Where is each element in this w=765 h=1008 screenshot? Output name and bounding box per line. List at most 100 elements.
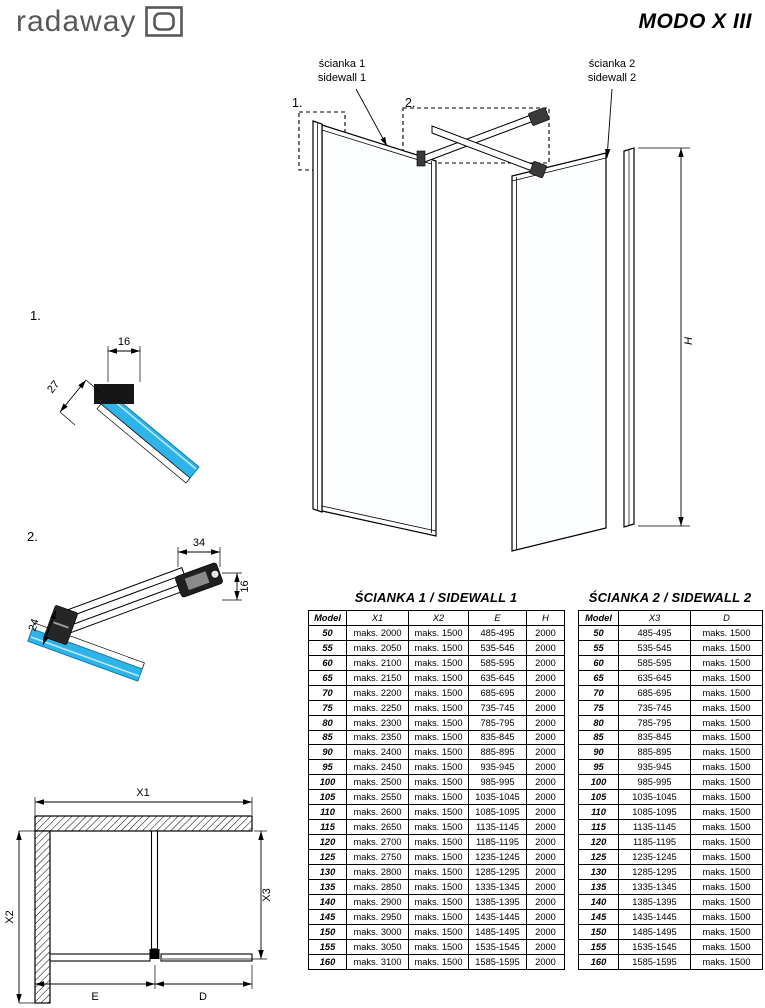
value-cell: 2000: [526, 714, 565, 731]
model-cell: 55: [308, 639, 347, 656]
value-cell: maks. 2200: [346, 684, 409, 701]
model-cell: 85: [578, 729, 619, 746]
value-cell: maks. 1500: [408, 834, 469, 850]
model-cell: 125: [578, 849, 619, 865]
value-cell: 985-995: [468, 774, 527, 791]
svg-text:ścianka 1: ścianka 1: [319, 58, 365, 70]
model-cell: 100: [308, 774, 347, 791]
plan-dim-x2: X2: [4, 830, 35, 1004]
value-cell: maks. 1500: [690, 819, 763, 836]
value-cell: maks. 2000: [346, 624, 409, 641]
value-cell: 2000: [526, 953, 565, 970]
glass-panel-2: [511, 152, 607, 552]
glass-panel-1: [321, 124, 437, 537]
value-cell: 1035-1045: [618, 789, 691, 806]
bar-bracket: [528, 107, 550, 126]
value-cell: maks. 1500: [690, 714, 763, 731]
plan-glass-sidewall-1: [49, 953, 253, 962]
value-cell: 835-845: [468, 729, 527, 746]
value-cell: 2000: [526, 789, 565, 806]
value-cell: maks. 1500: [408, 639, 469, 656]
value-cell: 685-695: [618, 684, 691, 701]
value-cell: maks. 1500: [690, 759, 763, 776]
model-cell: 50: [578, 624, 619, 641]
value-cell: maks. 2800: [346, 863, 409, 880]
value-cell: 1135-1145: [468, 819, 527, 836]
value-cell: 2000: [526, 744, 565, 761]
value-cell: maks. 1500: [690, 639, 763, 656]
value-cell: 1085-1095: [618, 804, 691, 821]
value-cell: maks. 1500: [690, 893, 763, 910]
model-cell: 65: [308, 669, 347, 686]
value-cell: 2000: [526, 923, 565, 940]
value-cell: maks. 2150: [346, 669, 409, 686]
value-cell: 2000: [526, 774, 565, 791]
wall-profile-1: [312, 120, 323, 513]
detail-2-label: 2.: [27, 529, 38, 544]
value-cell: maks. 1500: [408, 863, 469, 880]
value-cell: 485-495: [618, 624, 691, 641]
value-cell: 535-545: [468, 639, 527, 656]
model-cell: 120: [578, 834, 619, 850]
value-cell: 785-795: [468, 714, 527, 731]
value-cell: maks. 2750: [346, 849, 409, 865]
value-cell: 1385-1395: [468, 893, 527, 910]
value-cell: maks. 2600: [346, 804, 409, 821]
model-cell: 60: [308, 654, 347, 671]
model-cell: 145: [578, 908, 619, 925]
detail-1-drawing: 1. 16 27: [30, 308, 200, 484]
value-cell: 2000: [526, 624, 565, 641]
model-cell: 65: [578, 669, 619, 686]
value-cell: 635-645: [618, 669, 691, 686]
value-cell: 1585-1595: [618, 953, 691, 970]
value-cell: maks. 1500: [408, 774, 469, 791]
brand-logo-icon: [145, 6, 184, 37]
sidewall1-table-title: ŚCIANKA 1 / SIDEWALL 1: [354, 590, 518, 605]
value-cell: maks. 2650: [346, 819, 409, 836]
value-cell: 735-745: [618, 699, 691, 716]
value-cell: maks. 3100: [346, 953, 409, 970]
value-cell: maks. 2700: [346, 834, 409, 850]
model-cell: 85: [308, 729, 347, 746]
value-cell: 1535-1545: [618, 938, 691, 955]
plan-view-drawing: X1 X2 X3: [4, 787, 273, 1004]
value-cell: maks. 2450: [346, 759, 409, 776]
value-cell: 1435-1445: [468, 908, 527, 925]
value-cell: maks. 1500: [408, 684, 469, 701]
plan-wall-top: [34, 815, 253, 832]
value-cell: 2000: [526, 654, 565, 671]
value-cell: 1485-1495: [618, 923, 691, 940]
value-cell: maks. 1500: [408, 729, 469, 746]
model-cell: 130: [578, 863, 619, 880]
value-cell: 2000: [526, 878, 565, 895]
value-cell: 2000: [526, 699, 565, 716]
model-cell: 135: [308, 878, 347, 895]
svg-text:24: 24: [27, 617, 42, 632]
value-cell: 2000: [526, 893, 565, 910]
value-cell: maks. 1500: [408, 669, 469, 686]
height-dimension: H: [638, 147, 695, 527]
value-cell: 685-695: [468, 684, 527, 701]
model-cell: 120: [308, 834, 347, 850]
svg-text:ścianka 2: ścianka 2: [589, 58, 635, 70]
svg-text:D: D: [199, 991, 207, 1003]
model-cell: 60: [578, 654, 619, 671]
model-cell: 55: [578, 639, 619, 656]
stabilizer-bars: [416, 107, 550, 178]
value-cell: maks. 2100: [346, 654, 409, 671]
value-cell: maks. 2550: [346, 789, 409, 806]
